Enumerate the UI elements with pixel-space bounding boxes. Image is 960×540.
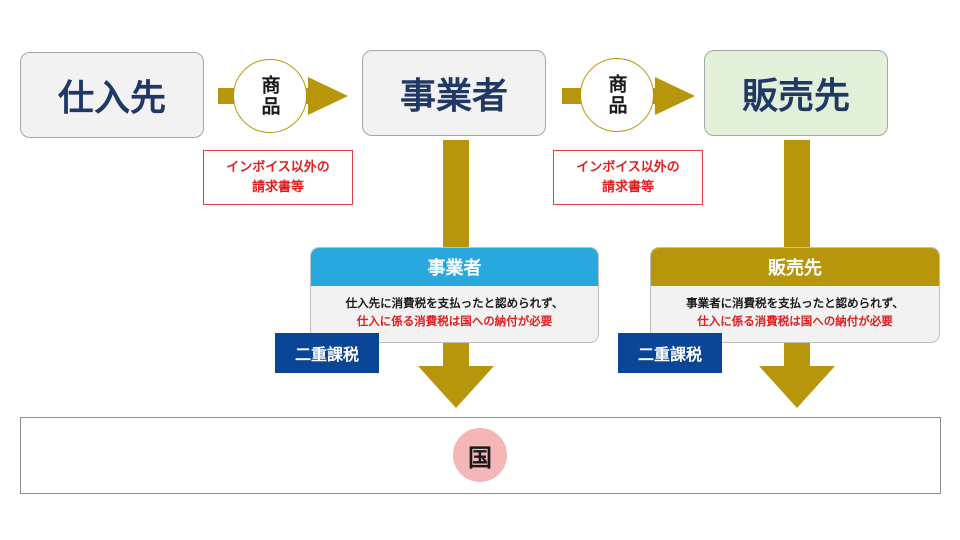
business-explanation-card: 事業者 仕入先に消費税を支払ったと認められず、 仕入に係る消費税は国への納付が必…	[310, 247, 599, 343]
buyer-label: 販売先	[741, 76, 850, 117]
card-header-business: 事業者	[311, 248, 598, 286]
goods-circle-1: 商品	[233, 59, 307, 133]
business-box: 事業者	[362, 50, 546, 136]
supplier-label: 仕入先	[57, 78, 166, 119]
goods-label-2: 商品	[605, 74, 628, 116]
business-label: 事業者	[399, 76, 508, 117]
tax-arrow-1-head	[418, 366, 494, 408]
card-line-1: 事業者に消費税を支払ったと認められず、	[686, 296, 904, 310]
double-tax-label-2: 二重課税	[618, 333, 722, 373]
card-line-2: 仕入に係る消費税は国への納付が必要	[356, 314, 553, 328]
goods-label-1: 商品	[258, 75, 281, 117]
buyer-explanation-card: 販売先 事業者に消費税を支払ったと認められず、 仕入に係る消費税は国への納付が必…	[650, 247, 940, 343]
card-title: 販売先	[768, 258, 822, 279]
country-circle: 国	[453, 428, 507, 482]
card-line-2: 仕入に係る消費税は国への納付が必要	[697, 314, 893, 328]
card-body: 仕入先に消費税を支払ったと認められず、 仕入に係る消費税は国への納付が必要	[311, 286, 598, 338]
invoice-note-2: インボイス以外の 請求書等	[553, 150, 703, 205]
goods-arrow-1-head	[308, 77, 348, 115]
double-tax-label-1: 二重課税	[275, 333, 379, 373]
card-line-1: 仕入先に消費税を支払ったと認められず、	[345, 296, 564, 310]
invoice-note-1: インボイス以外の 請求書等	[203, 150, 353, 205]
goods-arrow-2-head	[655, 77, 695, 115]
country-label: 国	[468, 443, 492, 472]
card-body: 事業者に消費税を支払ったと認められず、 仕入に係る消費税は国への納付が必要	[651, 286, 939, 338]
card-header-buyer: 販売先	[651, 248, 939, 286]
card-title: 事業者	[427, 258, 482, 279]
buyer-box: 販売先	[704, 50, 888, 136]
goods-circle-2: 商品	[580, 58, 654, 132]
tax-arrow-2-head	[759, 366, 835, 408]
supplier-box: 仕入先	[20, 52, 204, 138]
